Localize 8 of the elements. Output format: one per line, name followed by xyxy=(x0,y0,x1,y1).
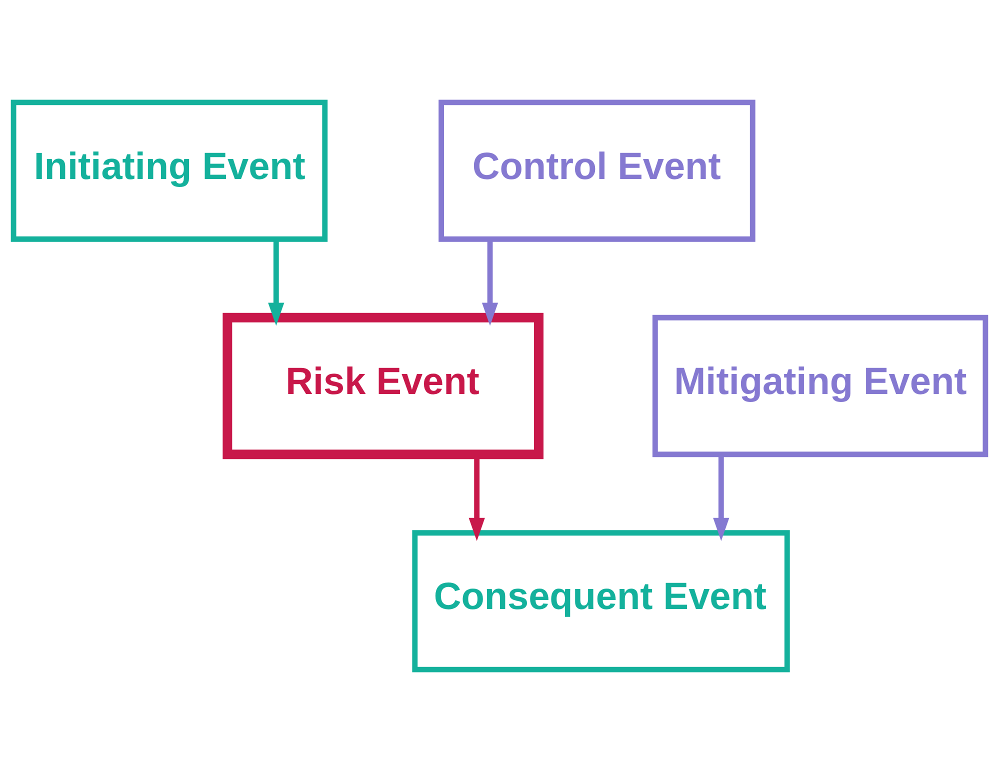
node-box: Control Event xyxy=(438,100,756,242)
node-box: Initiating Event xyxy=(10,100,328,242)
node-box: Mitigating Event xyxy=(652,314,988,458)
arrow xyxy=(482,239,498,326)
node-box: Consequent Event xyxy=(412,530,790,672)
arrow xyxy=(268,239,284,326)
node-box: Risk Event xyxy=(222,312,544,460)
arrow xyxy=(713,454,730,542)
